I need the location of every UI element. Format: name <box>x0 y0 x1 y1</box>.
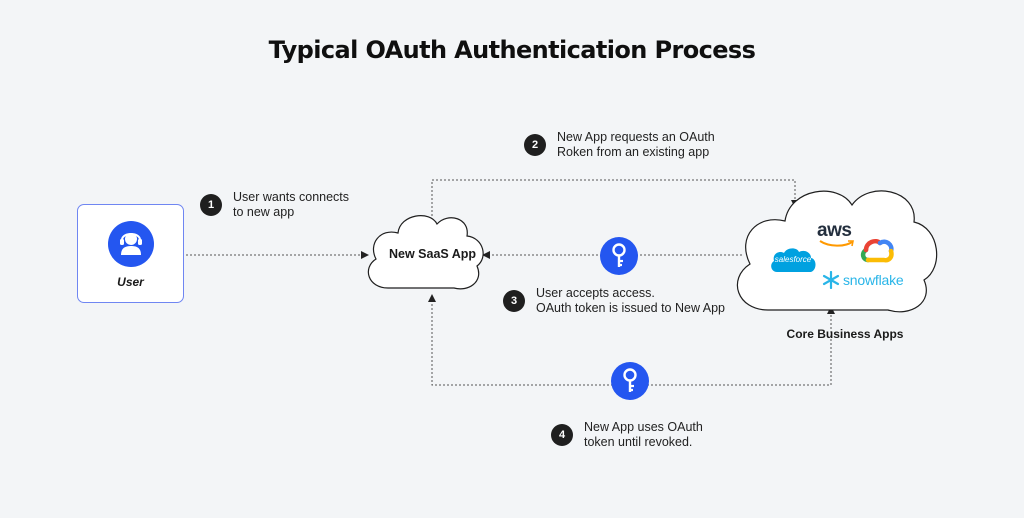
saas-app-label: New SaaS App <box>389 247 477 261</box>
salesforce-cloud-icon <box>771 248 816 272</box>
snowflake-logo: snowflake <box>822 270 904 290</box>
step-2: 2 New App requests an OAuth Roken from a… <box>524 130 715 160</box>
snowflake-logo-text: snowflake <box>843 272 904 288</box>
step-description: New App requests an OAuth Roken from an … <box>557 130 715 160</box>
step-line: OAuth token is issued to New App <box>536 301 725 315</box>
step-line: to new app <box>233 205 295 219</box>
key-icon <box>600 237 638 275</box>
saas-app-cloud <box>367 215 484 290</box>
core-apps-cloud <box>736 190 938 313</box>
arrow-saas-to-core <box>431 179 796 220</box>
step-line: User wants connects <box>233 190 350 204</box>
step-number-badge: 1 <box>200 194 222 216</box>
core-apps-label: Core Business Apps <box>786 327 904 341</box>
key-icon <box>611 362 649 400</box>
aws-logo: aws <box>817 220 854 247</box>
step-3: 3 User accepts access. OAuth token is is… <box>503 286 725 316</box>
step-line: Roken from an existing app <box>557 145 710 159</box>
step-number-badge: 3 <box>503 290 525 312</box>
google-cloud-icon <box>860 236 896 266</box>
salesforce-logo: salesforce <box>769 246 817 274</box>
aws-logo-text: aws <box>817 220 852 241</box>
step-line: New App uses OAuth <box>584 420 703 434</box>
aws-smile-icon <box>819 240 854 247</box>
step-1: 1 User wants connects to new app <box>200 190 349 220</box>
user-avatar <box>108 221 154 267</box>
step-4: 4 New App uses OAuth token until revoked… <box>551 420 703 450</box>
step-number-badge: 2 <box>524 134 546 156</box>
user-label: User <box>117 275 144 289</box>
user-headset-icon <box>120 233 142 255</box>
step-description: User wants connects to new app <box>233 190 349 220</box>
step-line: User accepts access. <box>536 286 655 300</box>
salesforce-logo-text: salesforce <box>774 255 812 264</box>
diagram-title: Typical OAuth Authentication Process <box>268 36 756 64</box>
step-description: User accepts access. OAuth token is issu… <box>536 286 725 316</box>
snowflake-icon <box>822 271 840 289</box>
step-description: New App uses OAuth token until revoked. <box>584 420 703 450</box>
step-number-badge: 4 <box>551 424 573 446</box>
step-line: New App requests an OAuth <box>557 130 715 144</box>
step-line: token until revoked. <box>584 435 693 449</box>
user-card: User <box>77 204 184 303</box>
